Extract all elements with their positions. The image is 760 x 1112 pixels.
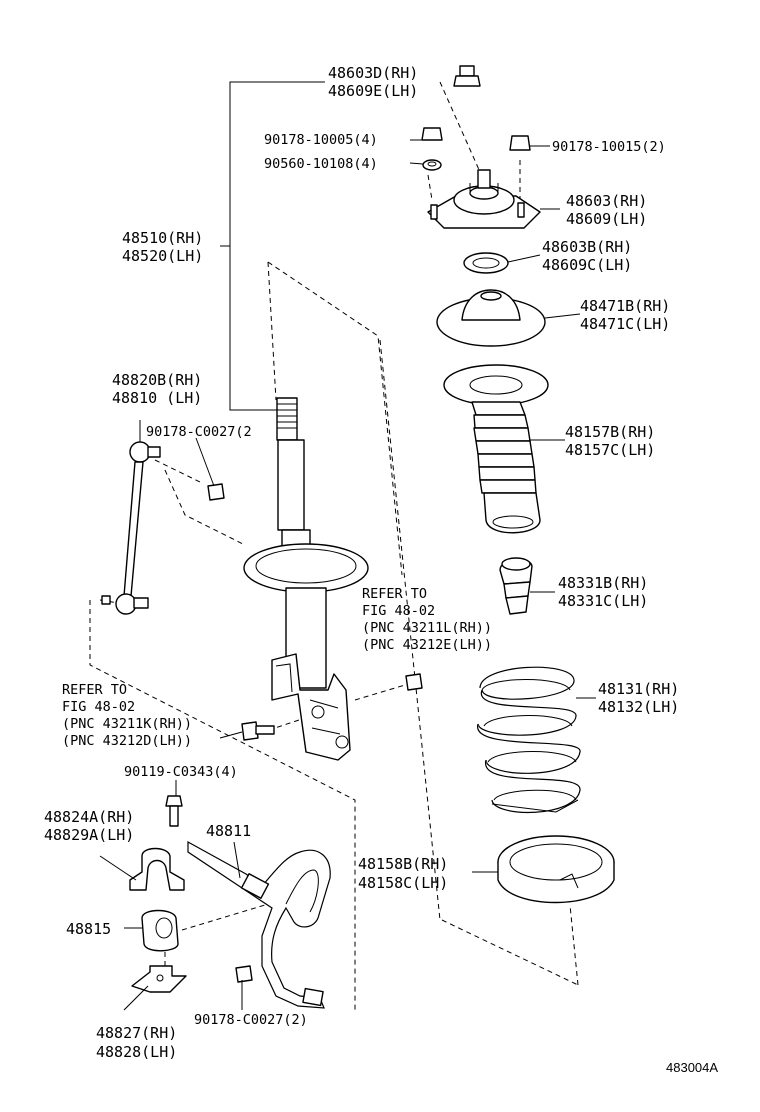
upper-seat-label-rh: 48471B(RH) [580, 297, 670, 315]
stabilizer-link-label-rh: 48820B(RH) [112, 371, 202, 389]
refer-bolt-left-part [241, 721, 275, 741]
bracket-label-lh: 48828(LH) [96, 1043, 177, 1061]
refer-right-line-2: FIG 48-02 [362, 603, 435, 619]
stabilizer-bar-label: 48811 [206, 822, 251, 840]
shock-absorber-label-rh: 48510(RH) [122, 229, 203, 247]
refer-nut-right-part [405, 673, 423, 691]
refer-right-line-4: (PNC 43212E(LH)) [362, 637, 492, 653]
bump-stopper-label-rh: 48331B(RH) [558, 574, 648, 592]
bushing-retainer-label-rh: 48824A(RH) [44, 808, 134, 826]
bushing-retainer-label-lh: 48829A(LH) [44, 826, 134, 844]
bracket-label-rh: 48827(RH) [96, 1024, 177, 1042]
stabilizer-bar-part [187, 840, 331, 1009]
lower-spring-insulator-part [497, 835, 615, 904]
mount-washer-label: 90560-10108(4) [264, 156, 378, 172]
bar-nut-part [235, 965, 253, 983]
shock-absorber-part [243, 397, 369, 761]
bracket-bolt-label: 90119-C0343(4) [124, 764, 238, 780]
coil-spring-label-rh: 48131(RH) [598, 680, 679, 698]
lower-insulator-label-lh: 48158C(LH) [358, 874, 448, 892]
strut-mount-part [427, 169, 541, 229]
bump-stopper-part [499, 557, 533, 615]
bar-nut-label: 90178-C0027(2) [194, 1012, 308, 1028]
coil-spring-part [477, 666, 581, 814]
strut-mount-nut-part [453, 65, 481, 87]
strut-mount-label-lh: 48609(LH) [566, 210, 647, 228]
mount-nut-small-part [421, 127, 443, 171]
stabilizer-link-part [101, 441, 161, 615]
strut-mount-nut-label-rh: 48603D(RH) [328, 64, 418, 82]
upper-seat-label-lh: 48471C(LH) [580, 315, 670, 333]
refer-right-line-3: (PNC 43211L(RH)) [362, 620, 492, 636]
dust-boot-label-rh: 48157B(RH) [565, 423, 655, 441]
figure-code: 483004A [666, 1060, 718, 1075]
bracket-bolt-part [165, 795, 183, 827]
bump-stopper-label-lh: 48331C(LH) [558, 592, 648, 610]
bushing-label: 48815 [66, 920, 111, 938]
strut-bearing-part [463, 252, 509, 274]
lower-insulator-label-rh: 48158B(RH) [358, 855, 448, 873]
leader-lines [99, 81, 596, 1011]
mount-nut-right-part [509, 135, 531, 151]
link-nut-label: 90178-C0027(2 [146, 424, 252, 440]
refer-left-line-4: (PNC 43212D(LH)) [62, 733, 192, 749]
coil-spring-label-lh: 48132(LH) [598, 698, 679, 716]
strut-mount-nut-label-lh: 48609E(LH) [328, 82, 418, 100]
refer-left-line-3: (PNC 43211K(RH)) [62, 716, 192, 732]
dust-boot-part [443, 364, 549, 534]
upper-spring-seat-part [436, 289, 546, 347]
stabilizer-bracket-part [131, 965, 187, 993]
link-nut-part [207, 483, 225, 501]
bushing-retainer-part [129, 847, 185, 891]
refer-left-line-2: FIG 48-02 [62, 699, 135, 715]
mount-nut-small-label: 90178-10005(4) [264, 132, 378, 148]
stabilizer-bushing-part [141, 909, 179, 952]
part-labels: 48603D(RH) 48609E(LH) 90178-10005(4) 905… [44, 64, 718, 1075]
bearing-label-lh: 48609C(LH) [542, 256, 632, 274]
dust-boot-label-lh: 48157C(LH) [565, 441, 655, 459]
refer-right-line-1: REFER TO [362, 586, 427, 602]
strut-mount-label-rh: 48603(RH) [566, 192, 647, 210]
bearing-label-rh: 48603B(RH) [542, 238, 632, 256]
shock-absorber-label-lh: 48520(LH) [122, 247, 203, 265]
refer-left-line-1: REFER TO [62, 682, 127, 698]
stabilizer-link-label-lh: 48810 (LH) [112, 389, 202, 407]
mount-nut-right-label: 90178-10015(2) [552, 139, 666, 155]
